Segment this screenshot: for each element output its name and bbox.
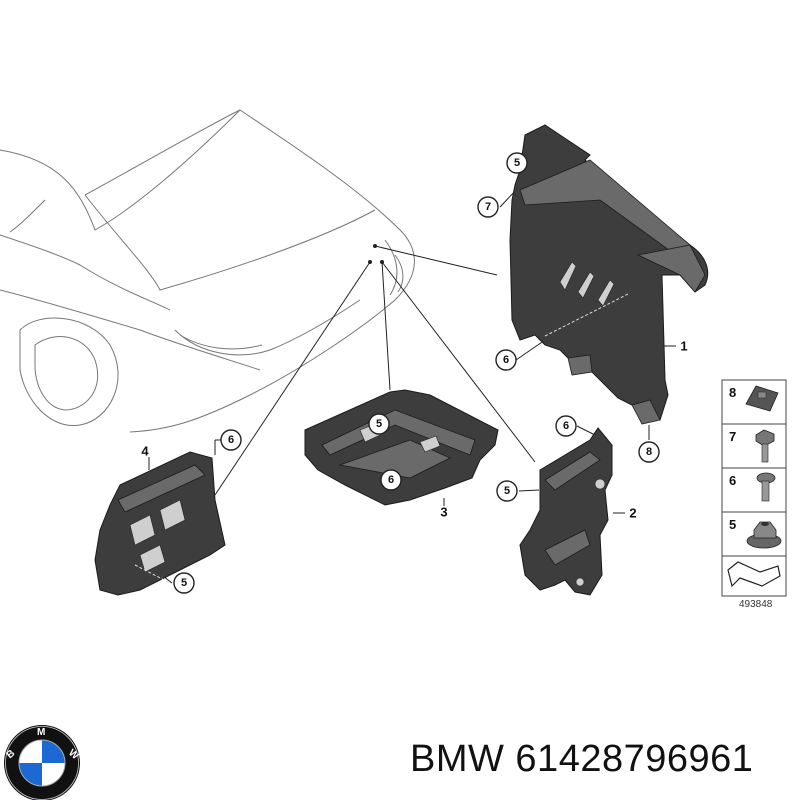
- part-4-bracket: [94, 451, 226, 596]
- part-2-bracket: [519, 427, 613, 596]
- callout-6-mid: 6: [495, 349, 517, 371]
- callout-5-top: 5: [506, 152, 528, 174]
- svg-text:6: 6: [388, 474, 394, 486]
- svg-text:5: 5: [514, 157, 520, 169]
- svg-text:6: 6: [228, 434, 234, 446]
- svg-text:5: 5: [376, 418, 382, 430]
- part-3-tray: [304, 389, 499, 506]
- legend-label-7: 7: [729, 429, 736, 444]
- fastener-arrow-icon: [727, 561, 781, 588]
- callout-8-bottom: 8: [638, 441, 660, 463]
- callout-6-left: 6: [220, 429, 242, 451]
- callout-6-right: 6: [555, 415, 577, 437]
- svg-text:6: 6: [563, 420, 569, 432]
- car-outline: [0, 109, 415, 433]
- legend-ref-number: 493848: [739, 599, 773, 610]
- legend-label-5: 5: [729, 517, 736, 532]
- callout-5-left: 5: [173, 572, 195, 594]
- part-number-1: 1: [680, 339, 687, 354]
- callout-7: 7: [477, 196, 499, 218]
- part-number-2: 2: [629, 506, 636, 521]
- svg-text:7: 7: [485, 201, 491, 213]
- part-number-3: 3: [440, 505, 447, 520]
- callout-5-right: 5: [496, 480, 518, 502]
- fastener-legend: 8 7 6 5: [721, 379, 787, 597]
- flange-nut-icon: [746, 521, 782, 549]
- clip-nut-icon: [745, 385, 779, 412]
- hex-bolt-icon: [755, 429, 775, 463]
- bmw-roundel-icon: B M W: [4, 725, 81, 800]
- callout-6-center: 6: [380, 469, 402, 491]
- svg-text:M: M: [37, 727, 45, 738]
- svg-text:6: 6: [503, 354, 509, 366]
- torx-screw-icon: [756, 472, 776, 502]
- part-number-4: 4: [141, 444, 149, 459]
- legend-label-6: 6: [729, 473, 736, 488]
- svg-text:5: 5: [504, 485, 510, 497]
- part-number-caption: BMW 61428796961: [410, 738, 754, 780]
- legend-label-8: 8: [729, 385, 736, 400]
- callout-5-center: 5: [368, 413, 390, 435]
- part-1-bracket: [509, 124, 709, 425]
- svg-text:8: 8: [646, 446, 652, 458]
- svg-text:5: 5: [181, 577, 187, 589]
